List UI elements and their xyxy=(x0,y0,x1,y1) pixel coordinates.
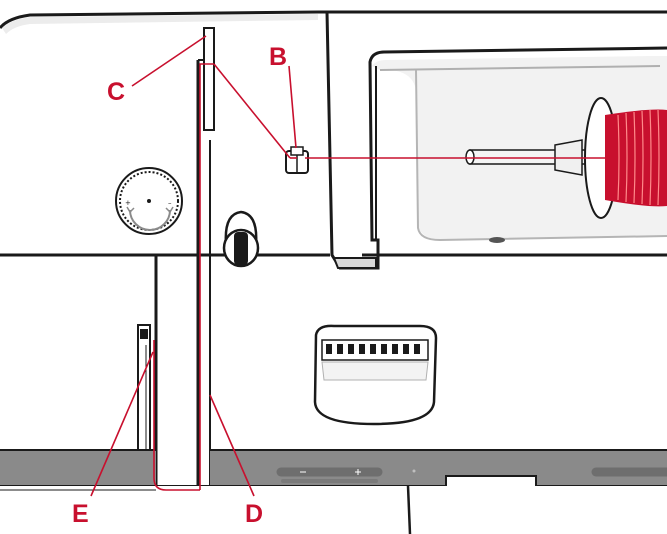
machine-top-cover xyxy=(0,10,667,257)
thread-path xyxy=(153,63,612,491)
label-b: B xyxy=(269,43,287,71)
label-d: D xyxy=(245,500,263,528)
thread-spool-icon xyxy=(465,97,667,219)
take-up-lever-channel xyxy=(196,27,215,490)
callout-lines xyxy=(90,35,297,497)
callout-line-e xyxy=(90,351,154,497)
dial-minus-sign: – xyxy=(168,199,172,207)
callout-line-b xyxy=(288,65,297,149)
callout-line-c xyxy=(131,35,207,87)
callout-line-d xyxy=(209,394,255,497)
thread-guide-b xyxy=(285,146,309,174)
label-e: E xyxy=(72,500,89,528)
top-bevel xyxy=(2,14,318,34)
dial-plus-sign: + xyxy=(125,199,131,207)
carrying-handle-icon xyxy=(222,210,260,268)
tension-dial-icon: + – xyxy=(115,167,183,235)
label-c: C xyxy=(107,78,125,106)
slider-window xyxy=(313,324,438,426)
base-strip xyxy=(0,449,667,534)
